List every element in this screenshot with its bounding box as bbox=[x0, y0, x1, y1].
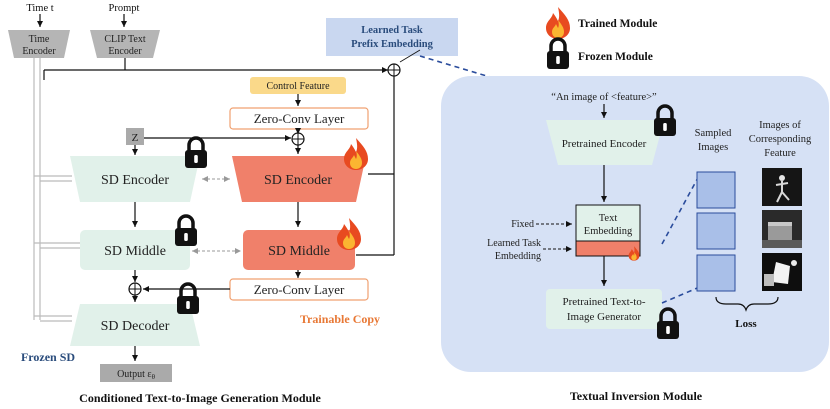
right-module-caption: Textual Inversion Module bbox=[570, 389, 703, 403]
legend-frozen-label: Frozen Module bbox=[578, 51, 653, 63]
trainable-copy-label: Trainable Copy bbox=[300, 312, 380, 326]
sd-middle-trainable-label: SD Middle bbox=[268, 244, 330, 259]
time-label: Time t bbox=[26, 3, 53, 14]
generator-line2: Image Generator bbox=[567, 311, 642, 323]
learned-task-embedding-line1: Learned Task bbox=[487, 238, 541, 249]
time-encoder-box bbox=[8, 30, 70, 58]
text-embedding-box bbox=[575, 204, 641, 242]
generator-line1: Pretrained Text-to- bbox=[562, 296, 645, 308]
legend: Trained Module Frozen Module bbox=[545, 7, 657, 71]
text-embedding-line2: Embedding bbox=[584, 226, 633, 237]
output-box bbox=[100, 364, 172, 382]
lock-icon bbox=[545, 37, 571, 71]
conditioning-lines bbox=[33, 58, 80, 322]
prompt-quote: “An image of <feature>” bbox=[551, 92, 657, 103]
lock-icon bbox=[183, 136, 209, 170]
sd-encoder-trainable bbox=[232, 156, 366, 202]
corresponding-feature-line1: Images of bbox=[759, 120, 801, 131]
learned-embedding-segment bbox=[575, 240, 641, 257]
pretrained-encoder-label: Pretrained Encoder bbox=[562, 138, 647, 150]
sampled-image bbox=[696, 254, 736, 292]
learned-prefix-box bbox=[326, 18, 458, 56]
corresponding-feature-line3: Feature bbox=[764, 148, 796, 159]
text-embedding-line1: Text bbox=[599, 213, 618, 224]
textual-inversion-module: “An image of <feature>” Pretrained Encod… bbox=[441, 76, 829, 403]
fixed-label: Fixed bbox=[511, 219, 534, 230]
clip-encoder-line2: Encoder bbox=[108, 46, 142, 57]
sd-middle-trainable bbox=[243, 230, 355, 270]
legend-trained-label: Trained Module bbox=[578, 18, 657, 30]
prompt-label: Prompt bbox=[109, 3, 140, 14]
z-box bbox=[126, 128, 144, 145]
sampled-image bbox=[696, 171, 736, 209]
loss-label: Loss bbox=[735, 318, 757, 330]
control-feature-label: Control Feature bbox=[266, 81, 330, 92]
zero-conv-top-label: Zero-Conv Layer bbox=[254, 111, 345, 126]
clip-encoder-line1: CLIP Text bbox=[104, 34, 145, 45]
time-encoder-line1: Time bbox=[29, 34, 50, 45]
clip-encoder-box bbox=[90, 30, 160, 58]
sd-middle-frozen-label: SD Middle bbox=[104, 244, 166, 259]
sd-encoder-trainable-label: SD Encoder bbox=[264, 173, 332, 188]
pretrained-generator-box bbox=[546, 289, 662, 329]
sampled-images-line2: Images bbox=[698, 142, 728, 153]
z-label: Z bbox=[132, 132, 139, 144]
flame-icon bbox=[344, 138, 368, 170]
conditioned-generation-module: Time t Prompt Time Encoder CLIP Text Enc… bbox=[8, 3, 401, 405]
pretrained-encoder bbox=[546, 120, 664, 165]
feature-image-pose bbox=[762, 168, 802, 206]
feature-image-depth bbox=[762, 210, 802, 248]
sd-decoder-label: SD Decoder bbox=[101, 319, 170, 334]
left-module-caption: Conditioned Text-to-Image Generation Mod… bbox=[79, 391, 321, 405]
feature-image-segment bbox=[762, 253, 802, 291]
learned-task-embedding-line2: Embedding bbox=[495, 251, 541, 262]
flame-icon bbox=[546, 7, 570, 39]
sd-middle-frozen bbox=[80, 230, 190, 270]
frozen-sd-label: Frozen SD bbox=[21, 350, 75, 364]
sampled-images-line1: Sampled bbox=[695, 128, 732, 139]
learned-prefix-line2: Prefix Embedding bbox=[351, 39, 434, 50]
sd-encoder-frozen-label: SD Encoder bbox=[101, 173, 169, 188]
time-encoder-line2: Encoder bbox=[22, 46, 56, 57]
loss-brace bbox=[715, 296, 779, 312]
sampled-image bbox=[696, 212, 736, 250]
control-feature-box bbox=[250, 77, 346, 94]
learned-prefix-line1: Learned Task bbox=[361, 25, 423, 36]
output-label: Output εθ bbox=[117, 369, 155, 381]
sd-encoder-frozen bbox=[70, 156, 200, 202]
lock-icon bbox=[173, 214, 199, 248]
corresponding-feature-line2: Corresponding bbox=[749, 134, 812, 145]
sd-decoder bbox=[70, 304, 200, 346]
flame-icon bbox=[337, 218, 361, 250]
zero-conv-bottom-label: Zero-Conv Layer bbox=[254, 282, 345, 297]
